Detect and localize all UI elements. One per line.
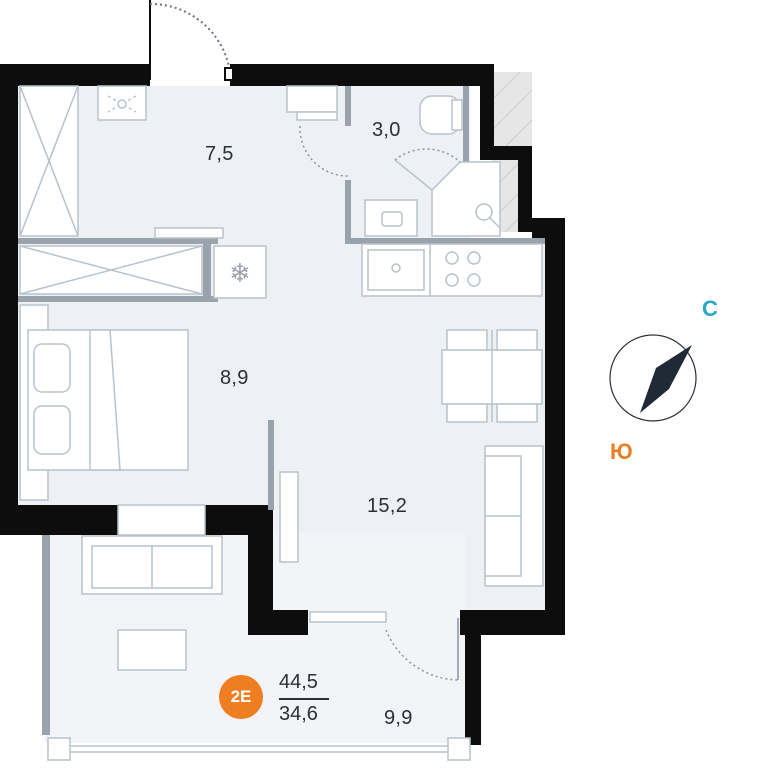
apartment-type-badge: 2E [219,675,263,719]
room-area-bedroom: 8,9 [220,367,249,389]
wall-right-upper [480,64,494,159]
bathroom-fixtures [364,95,501,237]
wall-left-bottom [0,505,118,535]
wall-right-corner [532,218,565,240]
tv-console [279,471,299,563]
area-divider [279,698,329,700]
wall-right-lower [545,240,565,635]
living-area-value: 34,6 [279,703,318,725]
entrance-door [149,0,234,81]
walls [0,64,565,745]
kitchen-hob [97,85,147,121]
balcony-door [309,611,459,681]
wall-right-step2 [518,146,532,232]
wall-left [0,64,18,534]
partitions [18,86,545,510]
shelf-unit [19,227,224,295]
wall-top-left [0,64,150,86]
wardrobe [19,85,79,237]
dining-set [441,329,543,423]
room-area-balcony: 9,9 [384,707,413,729]
wall-right-step [480,146,520,160]
chair-top [286,85,349,177]
wall-living-bottom-left [248,610,308,635]
room-area-living: 15,2 [367,495,408,517]
compass-north-label: С [702,296,718,321]
total-area-value: 44,5 [279,671,318,693]
bed [19,304,189,501]
wall-balcony-right [465,630,481,745]
bedroom-window [117,504,206,536]
svg-text:❄: ❄ [229,259,251,289]
wall-top-right [230,64,492,86]
sofa [484,445,544,587]
kitchen-counter [361,243,543,297]
balcony-sofa [81,535,223,671]
compass-south-label: Ю [610,439,633,464]
fridge: ❄ [213,245,267,299]
compass-needle-icon [640,345,692,413]
wall-balcony-left [42,535,50,735]
compass [609,334,697,422]
room-area-kitchen: 7,5 [205,143,234,165]
room-area-bathroom: 3,0 [372,119,401,141]
balcony-posts [47,737,471,761]
